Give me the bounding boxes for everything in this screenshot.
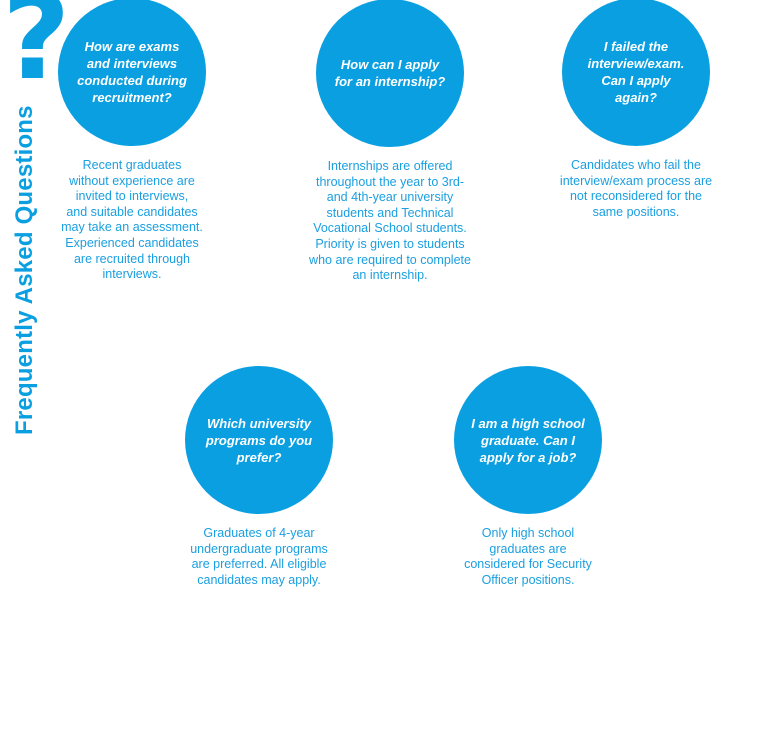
answer-text: Recent graduates without experience are … bbox=[61, 158, 203, 282]
answer-text: Internships are offered throughout the y… bbox=[309, 159, 471, 283]
faq-item: Which university programs do you prefer?… bbox=[169, 366, 349, 588]
question-circle: How can I apply for an internship? bbox=[316, 0, 464, 147]
question-circle: I failed the interview/exam. Can I apply… bbox=[562, 0, 710, 146]
faq-item: I am a high school graduate. Can I apply… bbox=[438, 366, 618, 588]
question-circle: How are exams and interviews conducted d… bbox=[58, 0, 206, 146]
question-text: I failed the interview/exam. Can I apply… bbox=[587, 39, 685, 105]
question-text: I am a high school graduate. Can I apply… bbox=[471, 415, 585, 465]
question-text: How can I apply for an internship? bbox=[334, 57, 446, 89]
page-title: Frequently Asked Questions bbox=[11, 105, 38, 435]
faq-item: How are exams and interviews conducted d… bbox=[42, 0, 222, 283]
question-circle: Which university programs do you prefer? bbox=[185, 366, 333, 514]
question-text: Which university programs do you prefer? bbox=[205, 415, 313, 465]
answer-text: Candidates who fail the interview/exam p… bbox=[559, 158, 713, 219]
answer-text: Graduates of 4-year undergraduate progra… bbox=[190, 526, 328, 587]
faq-item: How can I apply for an internship? Inter… bbox=[304, 0, 476, 284]
question-circle: I am a high school graduate. Can I apply… bbox=[454, 366, 602, 514]
faq-item: I failed the interview/exam. Can I apply… bbox=[546, 0, 726, 220]
answer-text: Only high school graduates are considere… bbox=[464, 526, 592, 587]
question-text: How are exams and interviews conducted d… bbox=[77, 39, 187, 105]
